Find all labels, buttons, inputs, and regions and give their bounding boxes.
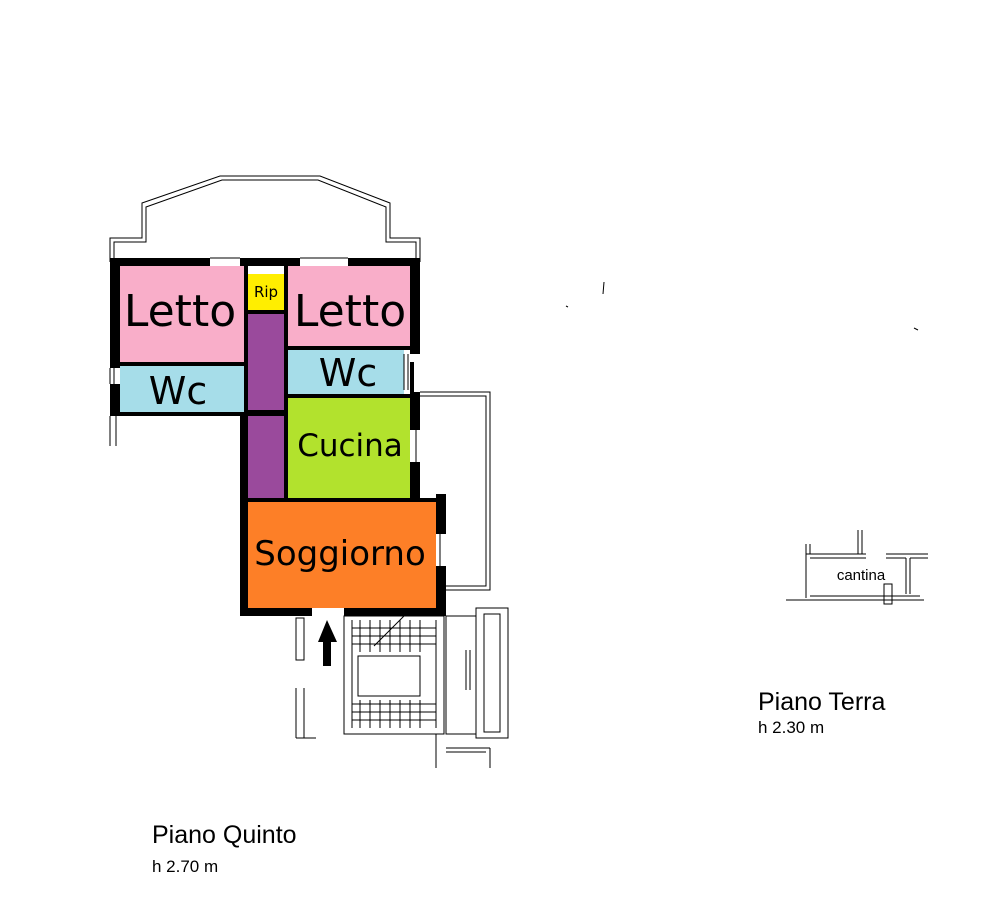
label-letto-right: Letto: [294, 286, 406, 337]
label-wc-right: Wc: [319, 351, 377, 395]
right-balcony: [420, 391, 491, 591]
room-letto-right: [288, 266, 410, 346]
stairwell: [295, 607, 509, 768]
stray-mark: [565, 305, 569, 308]
top-balcony: [109, 175, 421, 262]
room-wc-left: [120, 366, 246, 412]
room-soggiorno: [248, 502, 436, 608]
floor-title-piano-terra: Piano Terra: [758, 688, 885, 716]
windows: [109, 257, 441, 566]
label-rip: Rip: [254, 283, 278, 301]
room-cucina: [288, 398, 410, 498]
walls: [110, 258, 446, 616]
label-letto-left: Letto: [124, 286, 236, 337]
floor-title-piano-quinto: Piano Quinto: [152, 821, 297, 849]
cantina-plan: [786, 530, 928, 605]
room-wc-right: [288, 350, 404, 394]
room-rip: [248, 274, 284, 310]
room-letto-left: [120, 266, 246, 362]
label-wc-left: Wc: [149, 369, 207, 413]
corridor-upper: [248, 314, 284, 410]
stray-mark: [913, 327, 919, 331]
entrance-arrow-icon: [318, 620, 337, 666]
label-cantina: cantina: [837, 567, 886, 584]
stray-mark: [602, 281, 605, 295]
floor-height-piano-quinto: h 2.70 m: [152, 857, 218, 876]
label-soggiorno: Soggiorno: [254, 534, 426, 574]
floor-height-piano-terra: h 2.30 m: [758, 718, 824, 737]
label-cucina: Cucina: [297, 428, 403, 464]
corridor-lower: [248, 416, 284, 498]
